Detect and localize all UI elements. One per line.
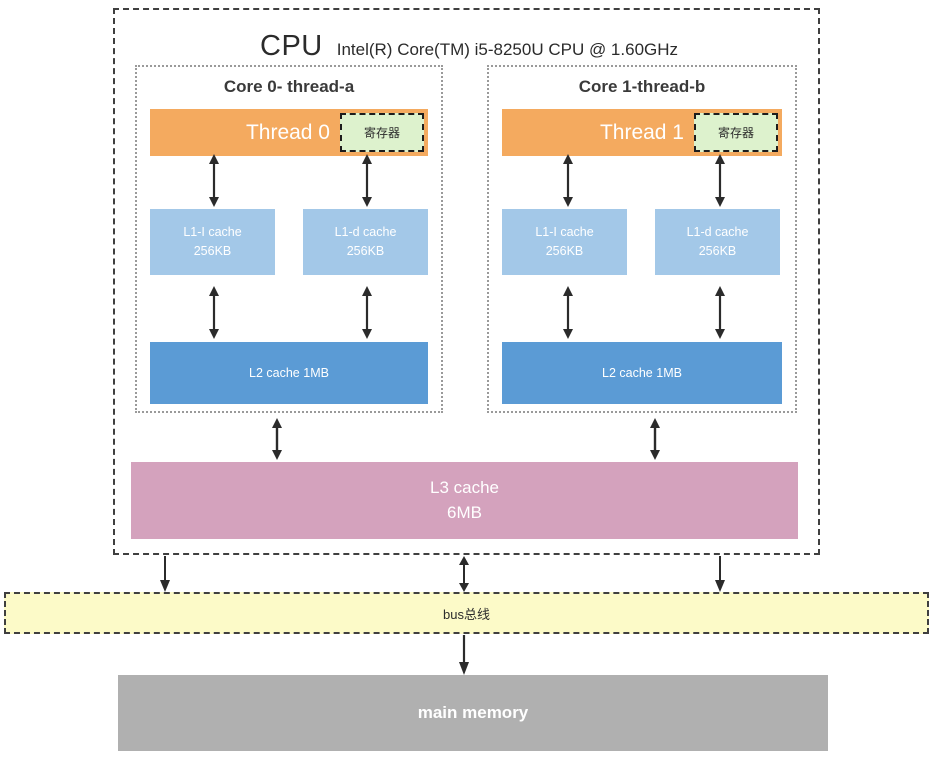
- arrow-cpu-to-bus-left: [157, 556, 173, 592]
- system-bus-block: bus总线: [4, 592, 929, 634]
- core-0-l1i-cache: L1-I cache 256KB: [150, 209, 275, 275]
- core-1-l1d-name: L1-d cache: [686, 224, 749, 239]
- cpu-header: CPU Intel(R) Core(TM) i5-8250U CPU @ 1.6…: [260, 30, 678, 63]
- arrow-cpu-to-bus-center: [456, 556, 472, 592]
- core-0-container: Core 0- thread-a Thread 0 寄存器 L1-I cache…: [135, 65, 443, 413]
- core-1-container: Core 1-thread-b Thread 1 寄存器 L1-I cache …: [487, 65, 797, 413]
- core-0-l1i-size: 256KB: [193, 244, 232, 258]
- core-0-register-label: 寄存器: [363, 126, 400, 140]
- core-0-thread-label: Thread 0: [245, 120, 330, 144]
- core-1-thread-bar: Thread 1 寄存器: [502, 109, 782, 156]
- l3-cache-block: L3 cache 6MB: [131, 462, 798, 539]
- arrow-bus-to-memory: [456, 635, 472, 675]
- core-0-thread-bar: Thread 0 寄存器: [150, 109, 428, 156]
- core-1-title: Core 1-thread-b: [578, 77, 706, 96]
- core-1-l1d-cache: L1-d cache 256KB: [655, 209, 780, 275]
- core-1-l2-cache: L2 cache 1MB: [502, 342, 782, 404]
- core-0-l2-cache: L2 cache 1MB: [150, 342, 428, 404]
- cpu-label: CPU: [260, 30, 323, 62]
- main-memory-block: main memory: [118, 675, 828, 751]
- core-1-l1i-cache: L1-I cache 256KB: [502, 209, 627, 275]
- core-1-l2-label: L2 cache 1MB: [602, 366, 682, 380]
- core-1-register-box: 寄存器: [694, 113, 778, 152]
- core-0-register-box: 寄存器: [340, 113, 424, 152]
- core-0-l1d-name: L1-d cache: [334, 224, 397, 239]
- core-1-l1i-name: L1-I cache: [535, 224, 594, 239]
- core-1-register-label: 寄存器: [717, 126, 754, 140]
- core-0-l1d-cache: L1-d cache 256KB: [303, 209, 428, 275]
- system-bus-label: bus总线: [443, 606, 490, 622]
- l3-cache-name: L3 cache: [430, 477, 499, 497]
- core-0-l1i-name: L1-I cache: [183, 224, 242, 239]
- core-0-title: Core 0- thread-a: [223, 77, 355, 96]
- cpu-model-label: Intel(R) Core(TM) i5-8250U CPU @ 1.60GHz: [336, 40, 679, 59]
- core-1-l1i-size: 256KB: [545, 244, 584, 258]
- core-1-l1d-size: 256KB: [698, 244, 737, 258]
- core-0-l1d-size: 256KB: [346, 244, 385, 258]
- arrow-cpu-to-bus-right: [712, 556, 728, 592]
- l3-cache-size: 6MB: [447, 502, 482, 522]
- main-memory-label: main memory: [417, 703, 529, 722]
- core-1-thread-label: Thread 1: [599, 120, 684, 144]
- core-0-l2-label: L2 cache 1MB: [249, 366, 329, 380]
